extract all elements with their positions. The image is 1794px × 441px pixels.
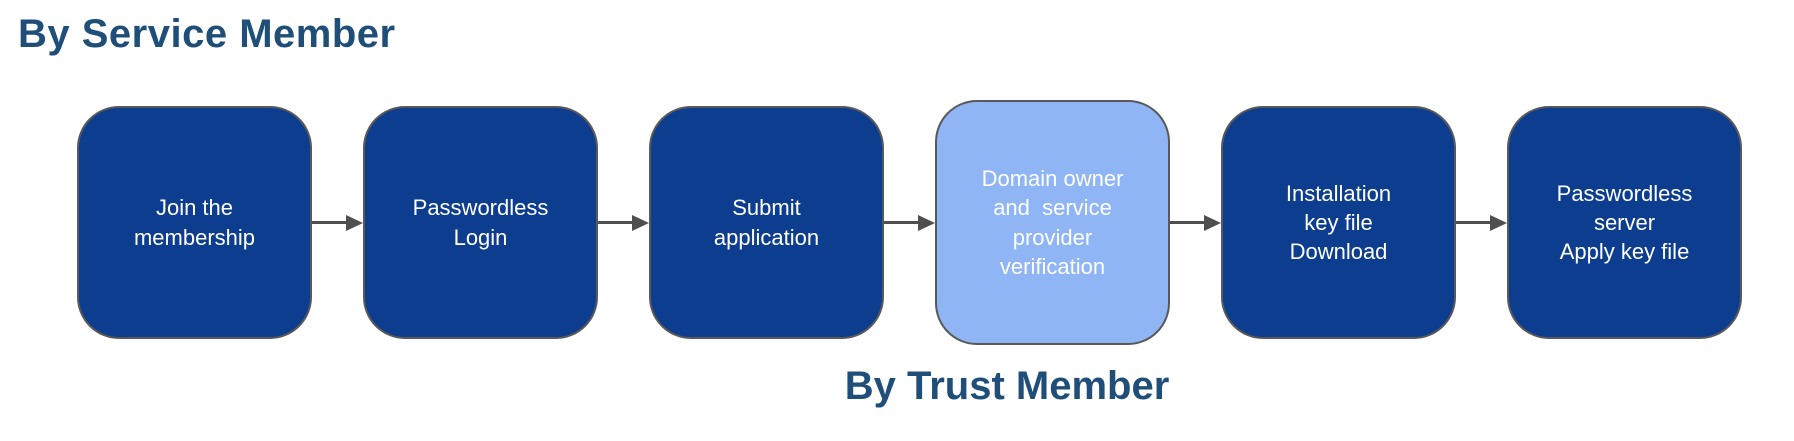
flow-arrow-icon: [884, 214, 935, 231]
flow-step-join-membership: Join the membership: [77, 106, 312, 339]
flow-step-domain-owner-verification: Domain owner and service provider verifi…: [935, 100, 1170, 345]
arrow-head-icon: [346, 214, 363, 231]
arrow-head-icon: [632, 214, 649, 231]
flow-arrow-icon: [598, 214, 649, 231]
diagram-title-service-member: By Service Member: [18, 12, 396, 56]
flow-arrow-icon: [312, 214, 363, 231]
flow-step-passwordless-login: Passwordless Login: [363, 106, 598, 339]
flow-step-submit-application: Submit application: [649, 106, 884, 339]
arrow-head-icon: [1204, 214, 1221, 231]
arrow-head-icon: [918, 214, 935, 231]
flow-step-installation-key-file-download: Installation key file Download: [1221, 106, 1456, 339]
arrow-line: [1456, 221, 1491, 224]
diagram-title-trust-member: By Trust Member: [844, 364, 1170, 408]
arrow-line: [312, 221, 347, 224]
arrow-head-icon: [1490, 214, 1507, 231]
flow-step-passwordless-server-apply-key-file: Passwordless server Apply key file: [1507, 106, 1742, 339]
arrow-line: [598, 221, 633, 224]
arrow-line: [1170, 221, 1205, 224]
arrow-line: [884, 221, 919, 224]
flow-row: Join the membership Passwordless Login S…: [77, 100, 1742, 345]
flow-arrow-icon: [1170, 214, 1221, 231]
flow-arrow-icon: [1456, 214, 1507, 231]
